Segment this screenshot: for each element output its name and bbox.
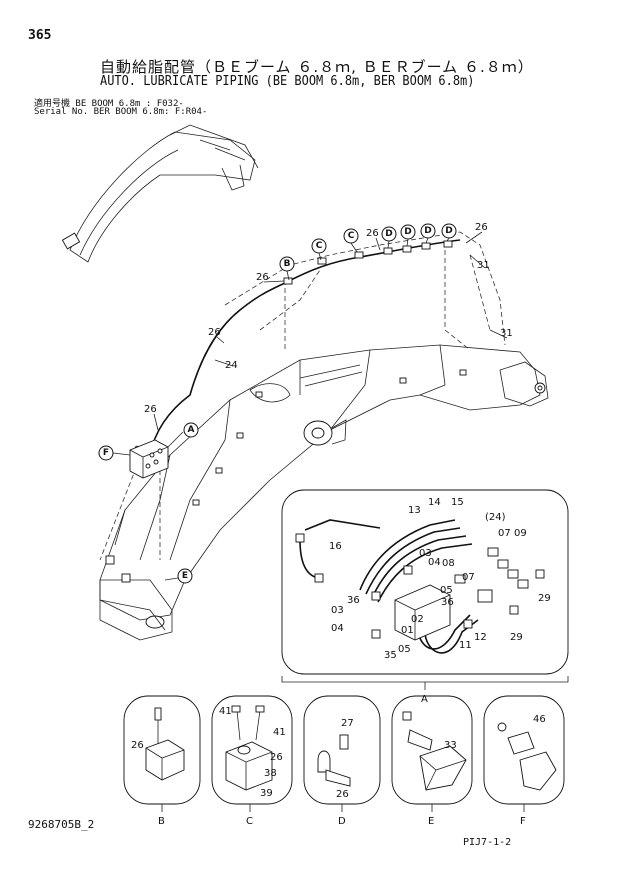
part-09: 09	[514, 528, 527, 539]
drawing-part-number: 9268705B_2	[28, 818, 95, 831]
view-marker-d: D	[404, 227, 411, 237]
part-02: 02	[411, 614, 424, 625]
part-29: 29	[510, 632, 523, 643]
part-26: 26	[131, 740, 144, 751]
part-35: 35	[384, 650, 397, 661]
view-marker-b: B	[284, 259, 291, 269]
part-29: 29	[538, 593, 551, 604]
page-reference: PIJ7-1-2	[463, 837, 512, 848]
detail-d-label: D	[338, 816, 346, 827]
detail-f-label: F	[520, 816, 526, 827]
part-16: 16	[329, 541, 342, 552]
detail-b: B 26	[123, 695, 201, 827]
part-13: 13	[408, 505, 421, 516]
detail-a-box: A 14 15 13 (24) 07 09	[281, 489, 569, 705]
callout-31: 31	[477, 260, 490, 271]
part-05: 05	[440, 585, 453, 596]
part-03: 03	[419, 548, 432, 559]
view-marker-d: D	[385, 229, 392, 239]
part-36: 36	[441, 597, 454, 608]
part-04: 04	[331, 623, 344, 634]
lube-hose-route	[134, 239, 461, 459]
part-26: 26	[336, 789, 349, 800]
part-05: 05	[398, 644, 411, 655]
part-08: 08	[442, 558, 455, 569]
part-15: 15	[451, 497, 464, 508]
detail-d: D 27 26	[303, 695, 381, 827]
callout-26: 26	[475, 222, 488, 233]
part-41: 41	[273, 727, 286, 738]
view-markers: B C C D D D D A F E	[98, 223, 457, 584]
part-07: 07	[462, 572, 475, 583]
detail-b-label: B	[158, 816, 165, 827]
arm-phantom	[99, 231, 506, 561]
page-number: 365	[28, 28, 52, 43]
detail-f: F 46	[483, 695, 565, 827]
part-03: 03	[331, 605, 344, 616]
callout-26: 26	[366, 228, 379, 239]
part-46: 46	[533, 714, 546, 725]
part-27: 27	[341, 718, 354, 729]
part-36: 36	[347, 595, 360, 606]
view-marker-f: F	[103, 448, 109, 458]
view-marker-a: A	[188, 425, 195, 435]
part-24: (24)	[485, 512, 506, 523]
view-marker-e: E	[182, 571, 188, 581]
hose-clamps	[283, 240, 453, 285]
part-11: 11	[459, 640, 472, 651]
callout-26: 26	[208, 327, 221, 338]
callout-26: 26	[144, 404, 157, 415]
part-26: 26	[270, 752, 283, 763]
view-marker-d: D	[424, 226, 431, 236]
part-04: 04	[428, 557, 441, 568]
view-marker-c: C	[316, 241, 323, 251]
part-33: 33	[444, 740, 457, 751]
detail-a-label: A	[421, 694, 428, 705]
part-01: 01	[401, 625, 414, 636]
main-callouts: 26 26 26 26 24 26 31 31	[144, 222, 513, 431]
part-41: 41	[219, 706, 232, 717]
detail-c: C 41 41 26 38 39	[211, 695, 293, 827]
part-39: 39	[260, 788, 273, 799]
detail-e: E 33	[391, 695, 473, 827]
part-07: 07	[498, 528, 511, 539]
view-marker-d: D	[445, 226, 452, 236]
title-english: AUTO. LUBRICATE PIPING (BE BOOM 6.8m, BE…	[100, 74, 475, 89]
detail-c-label: C	[246, 816, 253, 827]
serial-line-1: 適用号機 BE BOOM 6.8m : F032-	[34, 99, 184, 109]
callout-31: 31	[500, 328, 513, 339]
serial-line-2: Serial No. BER BOOM 6.8m: F:R04-	[34, 107, 208, 117]
overview-thumbnail	[61, 124, 259, 263]
part-12: 12	[474, 632, 487, 643]
view-marker-c: C	[348, 231, 355, 241]
callout-26: 26	[256, 272, 269, 283]
title-japanese: 自動給脂配管（ＢＥブーム ６.８ｍ, ＢＥＲブーム ６.８ｍ）	[100, 58, 534, 76]
part-14: 14	[428, 497, 441, 508]
part-38: 38	[264, 768, 277, 779]
detail-e-label: E	[428, 816, 434, 827]
manifold-block	[129, 439, 169, 479]
boom-assembly	[99, 344, 549, 641]
